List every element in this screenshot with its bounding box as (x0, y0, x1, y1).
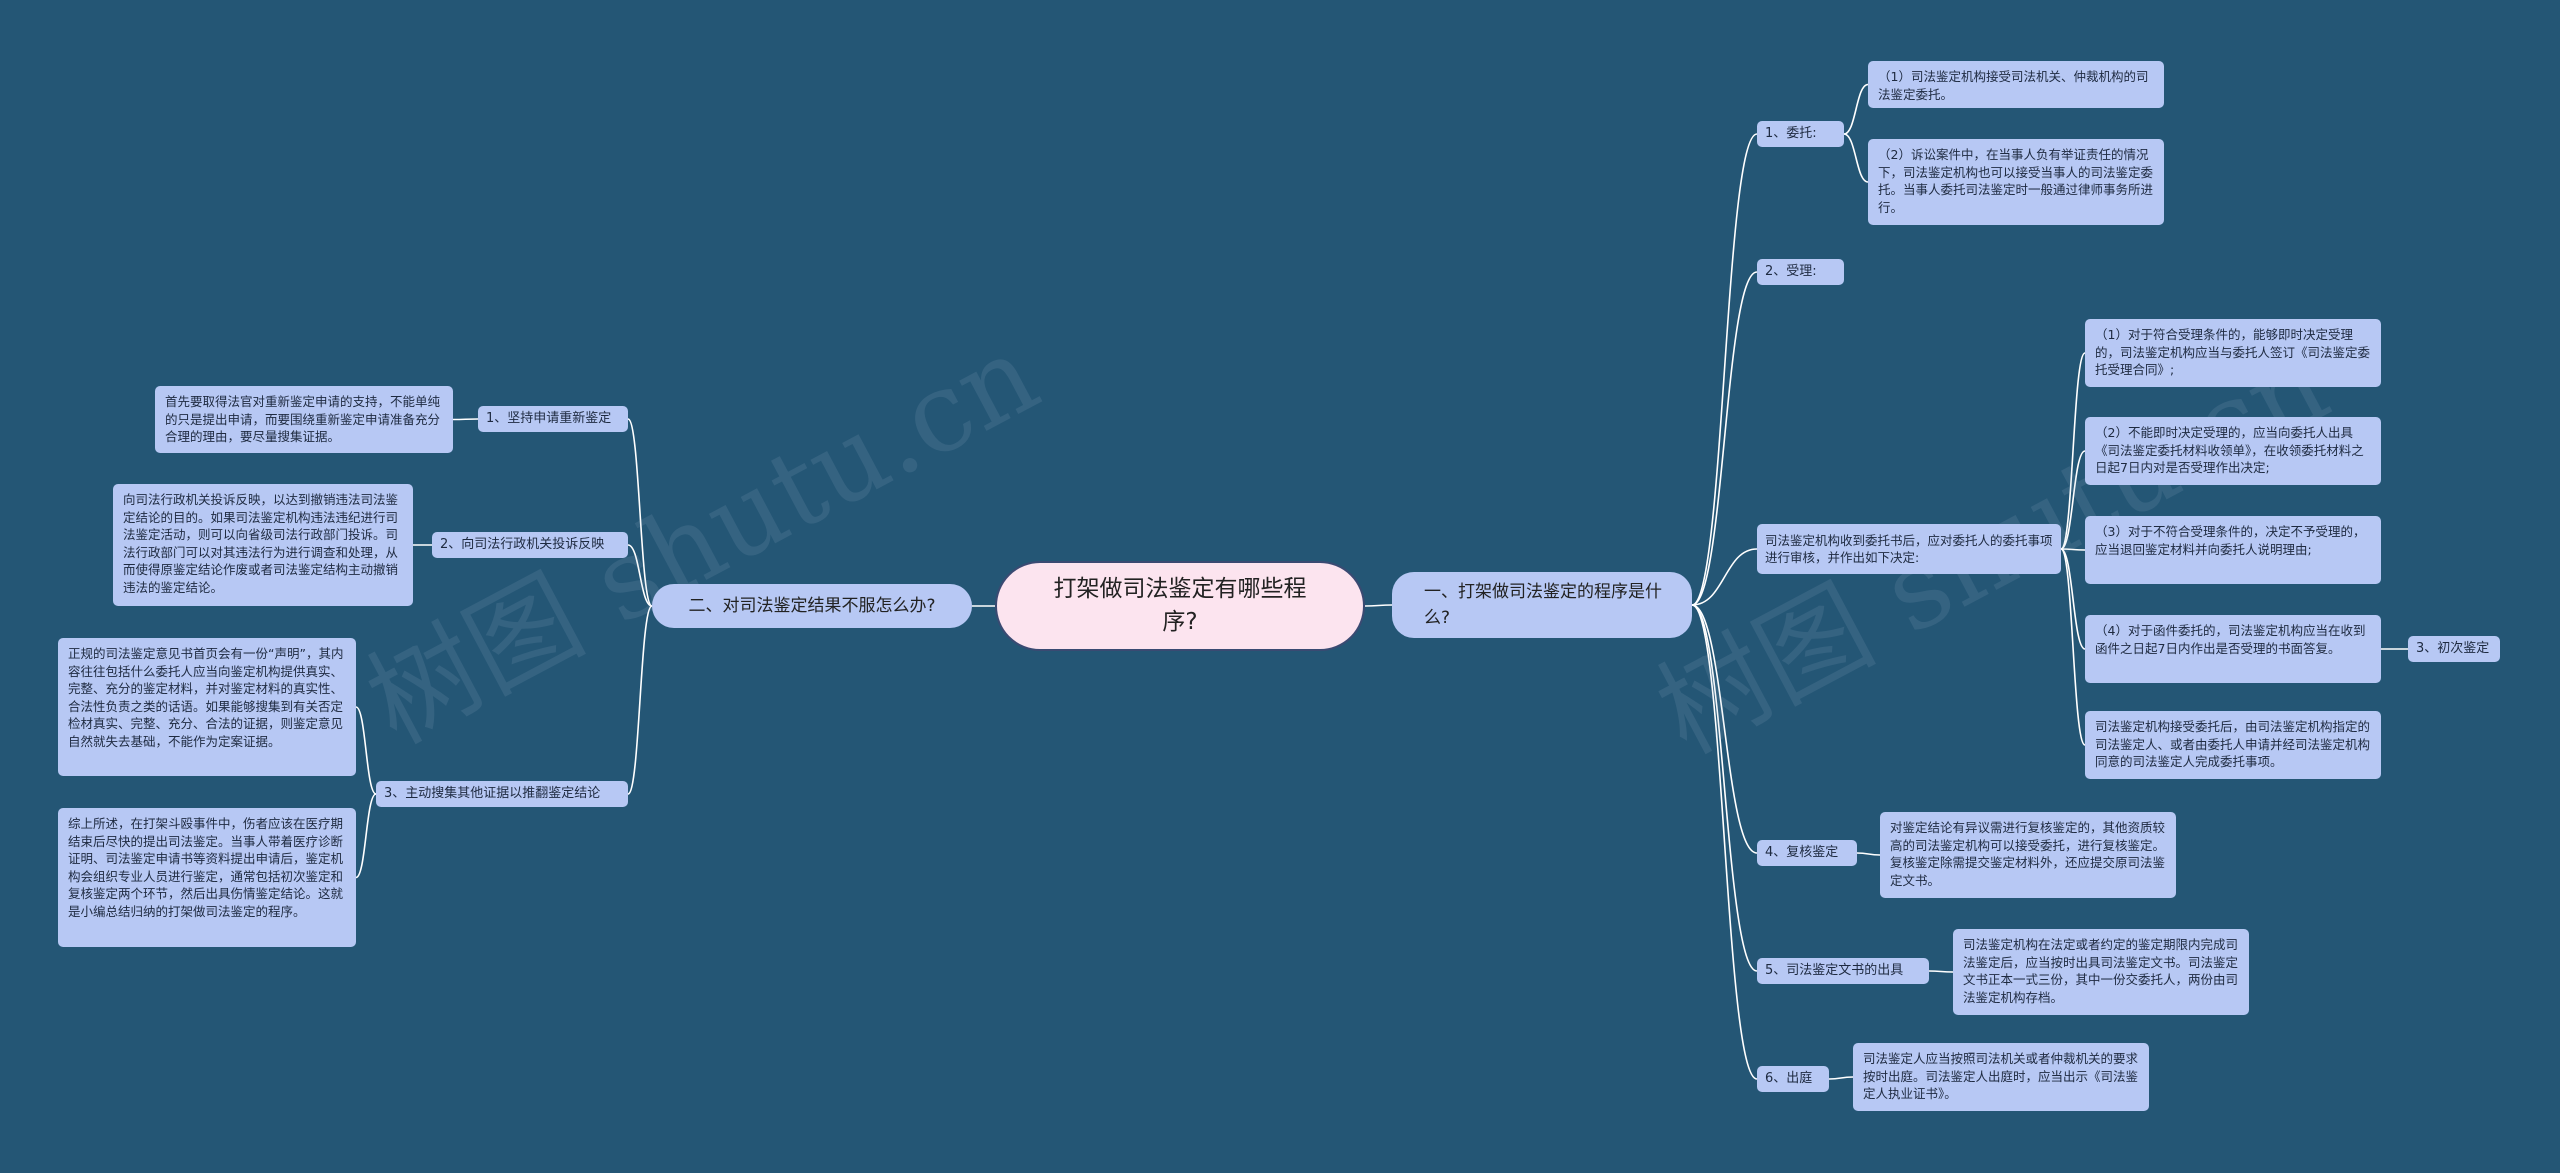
connector-line (1691, 604, 1758, 854)
subtopic-complaint[interactable]: 2、向司法行政机关投诉反映 (432, 532, 628, 558)
leaf-text: 首先要取得法官对重新鉴定申请的支持，不能单纯的只是提出申请，而要围绕重新鉴定申请… (165, 394, 441, 444)
connector-line (452, 418, 479, 421)
connector-line (1856, 852, 1881, 856)
leaf-text: 司法鉴定人应当按照司法机关或者仲裁机关的要求按时出庭。司法鉴定人出庭时，应当出示… (1863, 1051, 2139, 1101)
connector-line (2060, 548, 2086, 650)
subtopic-entrust[interactable]: 1、委托: (1757, 121, 1844, 147)
subtopic-label: 1、坚持申请重新鉴定 (486, 411, 612, 426)
subtopic-issue-document[interactable]: 5、司法鉴定文书的出具 (1757, 958, 1929, 984)
leaf-note[interactable]: 向司法行政机关投诉反映，以达到撤销违法司法鉴定结论的目的。如果司法鉴定机构违法违… (113, 484, 413, 606)
leaf-text: （1）司法鉴定机构接受司法机关、仲裁机构的司法鉴定委托。 (1878, 69, 2149, 102)
leaf-note[interactable]: 司法鉴定机构接受委托后，由司法鉴定机构指定的司法鉴定人、或者由委托人申请并经司法… (2085, 711, 2381, 779)
connector-line (1364, 604, 1393, 607)
connector-line (355, 706, 377, 795)
connector-line (1828, 1076, 1854, 1080)
leaf-text: 向司法行政机关投诉反映，以达到撤销违法司法鉴定结论的目的。如果司法鉴定机构违法违… (123, 492, 399, 595)
connector-line (2060, 450, 2086, 550)
root-topic[interactable]: 打架做司法鉴定有哪些程序? (995, 561, 1365, 651)
leaf-note[interactable]: 正规的司法鉴定意见书首页会有一份“声明”，其内容往往包括什么委托人应当向鉴定机构… (58, 638, 356, 776)
leaf-note[interactable]: （1）对于符合受理条件的，能够即时决定受理的，司法鉴定机构应当与委托人签订《司法… (2085, 319, 2381, 387)
connector-line (1691, 271, 1758, 606)
leaf-note[interactable]: 首先要取得法官对重新鉴定申请的支持，不能单纯的只是提出申请，而要围绕重新鉴定申请… (155, 386, 453, 453)
leaf-text: 正规的司法鉴定意见书首页会有一份“声明”，其内容往往包括什么委托人应当向鉴定机构… (68, 646, 344, 749)
subtopic-label: 5、司法鉴定文书的出具 (1765, 963, 1904, 978)
connector-line (1691, 548, 1758, 606)
leaf-note[interactable]: 司法鉴定机构在法定或者约定的鉴定期限内完成司法鉴定后，应当按时出具司法鉴定文书。… (1953, 929, 2249, 1015)
subtopic-label: 6、出庭 (1765, 1071, 1813, 1086)
connector-line (1928, 970, 1954, 973)
connector-line (1843, 83, 1869, 135)
subtopic-collect-evidence[interactable]: 3、主动搜集其他证据以推翻鉴定结论 (376, 781, 628, 807)
branch-topic-left[interactable]: 二、对司法鉴定结果不服怎么办? (652, 584, 972, 628)
leaf-text: （3）对于不符合受理条件的，决定不予受理的，应当退回鉴定材料并向委托人说明理由; (2095, 524, 2366, 557)
leaf-note[interactable]: （4）对于函件委托的，司法鉴定机构应当在收到函件之日起7日内作出是否受理的书面答… (2085, 615, 2381, 683)
leaf-note[interactable]: （2）诉讼案件中，在当事人负有举证责任的情况下，司法鉴定机构也可以接受当事人的司… (1868, 139, 2164, 225)
connector-line (355, 793, 377, 879)
leaf-note[interactable]: （3）对于不符合受理条件的，决定不予受理的，应当退回鉴定材料并向委托人说明理由; (2085, 516, 2381, 584)
leaf-note[interactable]: 综上所述，在打架斗殴事件中，伤者应该在医疗期结束后尽快的提出司法鉴定。当事人带着… (58, 808, 356, 947)
root-topic-label: 打架做司法鉴定有哪些程序? (1053, 576, 1307, 635)
subtopic-label: 3、主动搜集其他证据以推翻鉴定结论 (384, 786, 601, 801)
leaf-text: （4）对于函件委托的，司法鉴定机构应当在收到函件之日起7日内作出是否受理的书面答… (2095, 623, 2366, 656)
connector-line (1691, 604, 1758, 972)
subtopic-reapply[interactable]: 1、坚持申请重新鉴定 (478, 406, 628, 432)
subtopic-label: 4、复核鉴定 (1765, 845, 1839, 860)
leaf-text: （2）不能即时决定受理的，应当向委托人出具《司法鉴定委托材料收领单》，在收领委托… (2095, 425, 2364, 475)
leaf-text: 司法鉴定机构在法定或者约定的鉴定期限内完成司法鉴定后，应当按时出具司法鉴定文书。… (1963, 937, 2239, 1005)
subtopic-label: 司法鉴定机构收到委托书后，应对委托人的委托事项进行审核，并作出如下决定: (1765, 532, 2053, 566)
branch-topic-label: 二、对司法鉴定结果不服怎么办? (688, 596, 936, 616)
connector-line (627, 544, 653, 607)
connector-line (627, 605, 653, 795)
connector-line (1843, 133, 1869, 183)
connector-line (1691, 604, 1758, 1080)
subtopic-label: 3、初次鉴定 (2416, 641, 2490, 656)
leaf-text: （2）诉讼案件中，在当事人负有举证责任的情况下，司法鉴定机构也可以接受当事人的司… (1878, 147, 2154, 215)
subtopic-recheck[interactable]: 4、复核鉴定 (1757, 840, 1857, 866)
branch-topic-label: 一、打架做司法鉴定的程序是什么? (1424, 582, 1662, 628)
leaf-text: 司法鉴定机构接受委托后，由司法鉴定机构指定的司法鉴定人、或者由委托人申请并经司法… (2095, 719, 2371, 769)
subtopic-review-decision[interactable]: 司法鉴定机构收到委托书后，应对委托人的委托事项进行审核，并作出如下决定: (1757, 524, 2061, 574)
subtopic-court-appearance[interactable]: 6、出庭 (1757, 1066, 1829, 1092)
connector-line (1691, 133, 1758, 606)
leaf-text: 对鉴定结论有异议需进行复核鉴定的，其他资质较高的司法鉴定机构可以接受委托，进行复… (1890, 820, 2166, 888)
subtopic-label: 2、受理: (1765, 264, 1817, 279)
connector-line (2060, 548, 2086, 551)
branch-topic-right[interactable]: 一、打架做司法鉴定的程序是什么? (1392, 572, 1692, 638)
leaf-note[interactable]: （1）司法鉴定机构接受司法机关、仲裁机构的司法鉴定委托。 (1868, 61, 2164, 108)
connector-line (627, 418, 653, 607)
connector-line (2060, 352, 2086, 550)
subtopic-label: 1、委托: (1765, 126, 1817, 141)
leaf-note[interactable]: （2）不能即时决定受理的，应当向委托人出具《司法鉴定委托材料收领单》，在收领委托… (2085, 417, 2381, 485)
subtopic-accept[interactable]: 2、受理: (1757, 259, 1844, 285)
subtopic-initial-appraisal[interactable]: 3、初次鉴定 (2408, 636, 2500, 662)
leaf-text: 综上所述，在打架斗殴事件中，伤者应该在医疗期结束后尽快的提出司法鉴定。当事人带着… (68, 816, 344, 919)
leaf-text: （1）对于符合受理条件的，能够即时决定受理的，司法鉴定机构应当与委托人签订《司法… (2095, 327, 2371, 377)
leaf-note[interactable]: 司法鉴定人应当按照司法机关或者仲裁机关的要求按时出庭。司法鉴定人出庭时，应当出示… (1853, 1043, 2149, 1111)
connector-line (2060, 548, 2086, 746)
leaf-note[interactable]: 对鉴定结论有异议需进行复核鉴定的，其他资质较高的司法鉴定机构可以接受委托，进行复… (1880, 812, 2176, 898)
subtopic-label: 2、向司法行政机关投诉反映 (440, 537, 605, 552)
